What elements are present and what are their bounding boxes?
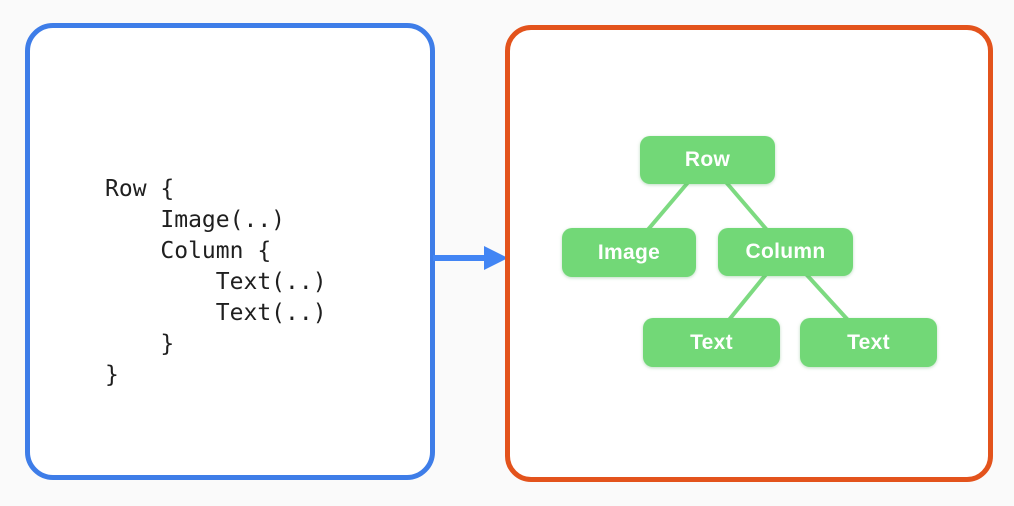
tree-node-text-2: Text bbox=[800, 318, 937, 367]
tree-node-column: Column bbox=[718, 228, 853, 276]
code-panel: Row { Image(..) Column { Text(..) Text(.… bbox=[25, 23, 435, 480]
tree-node-row-label: Row bbox=[684, 148, 731, 171]
tree-node-text-1: Text bbox=[643, 318, 780, 367]
tree-node-text-2-label: Text bbox=[847, 330, 890, 354]
right-arrow-svg bbox=[433, 246, 508, 270]
tree-node-row: Row bbox=[640, 136, 775, 184]
right-arrow-icon bbox=[431, 241, 511, 275]
tree-node-column-label: Column bbox=[745, 240, 826, 263]
compose-code: Row { Image(..) Column { Text(..) Text(.… bbox=[105, 176, 327, 388]
tree-node-image-label: Image bbox=[597, 240, 661, 264]
ui-tree-panel: Row Image Column Text Text bbox=[505, 25, 993, 482]
tree-node-text-1-label: Text bbox=[690, 330, 733, 354]
tree-node-image: Image bbox=[562, 228, 696, 277]
